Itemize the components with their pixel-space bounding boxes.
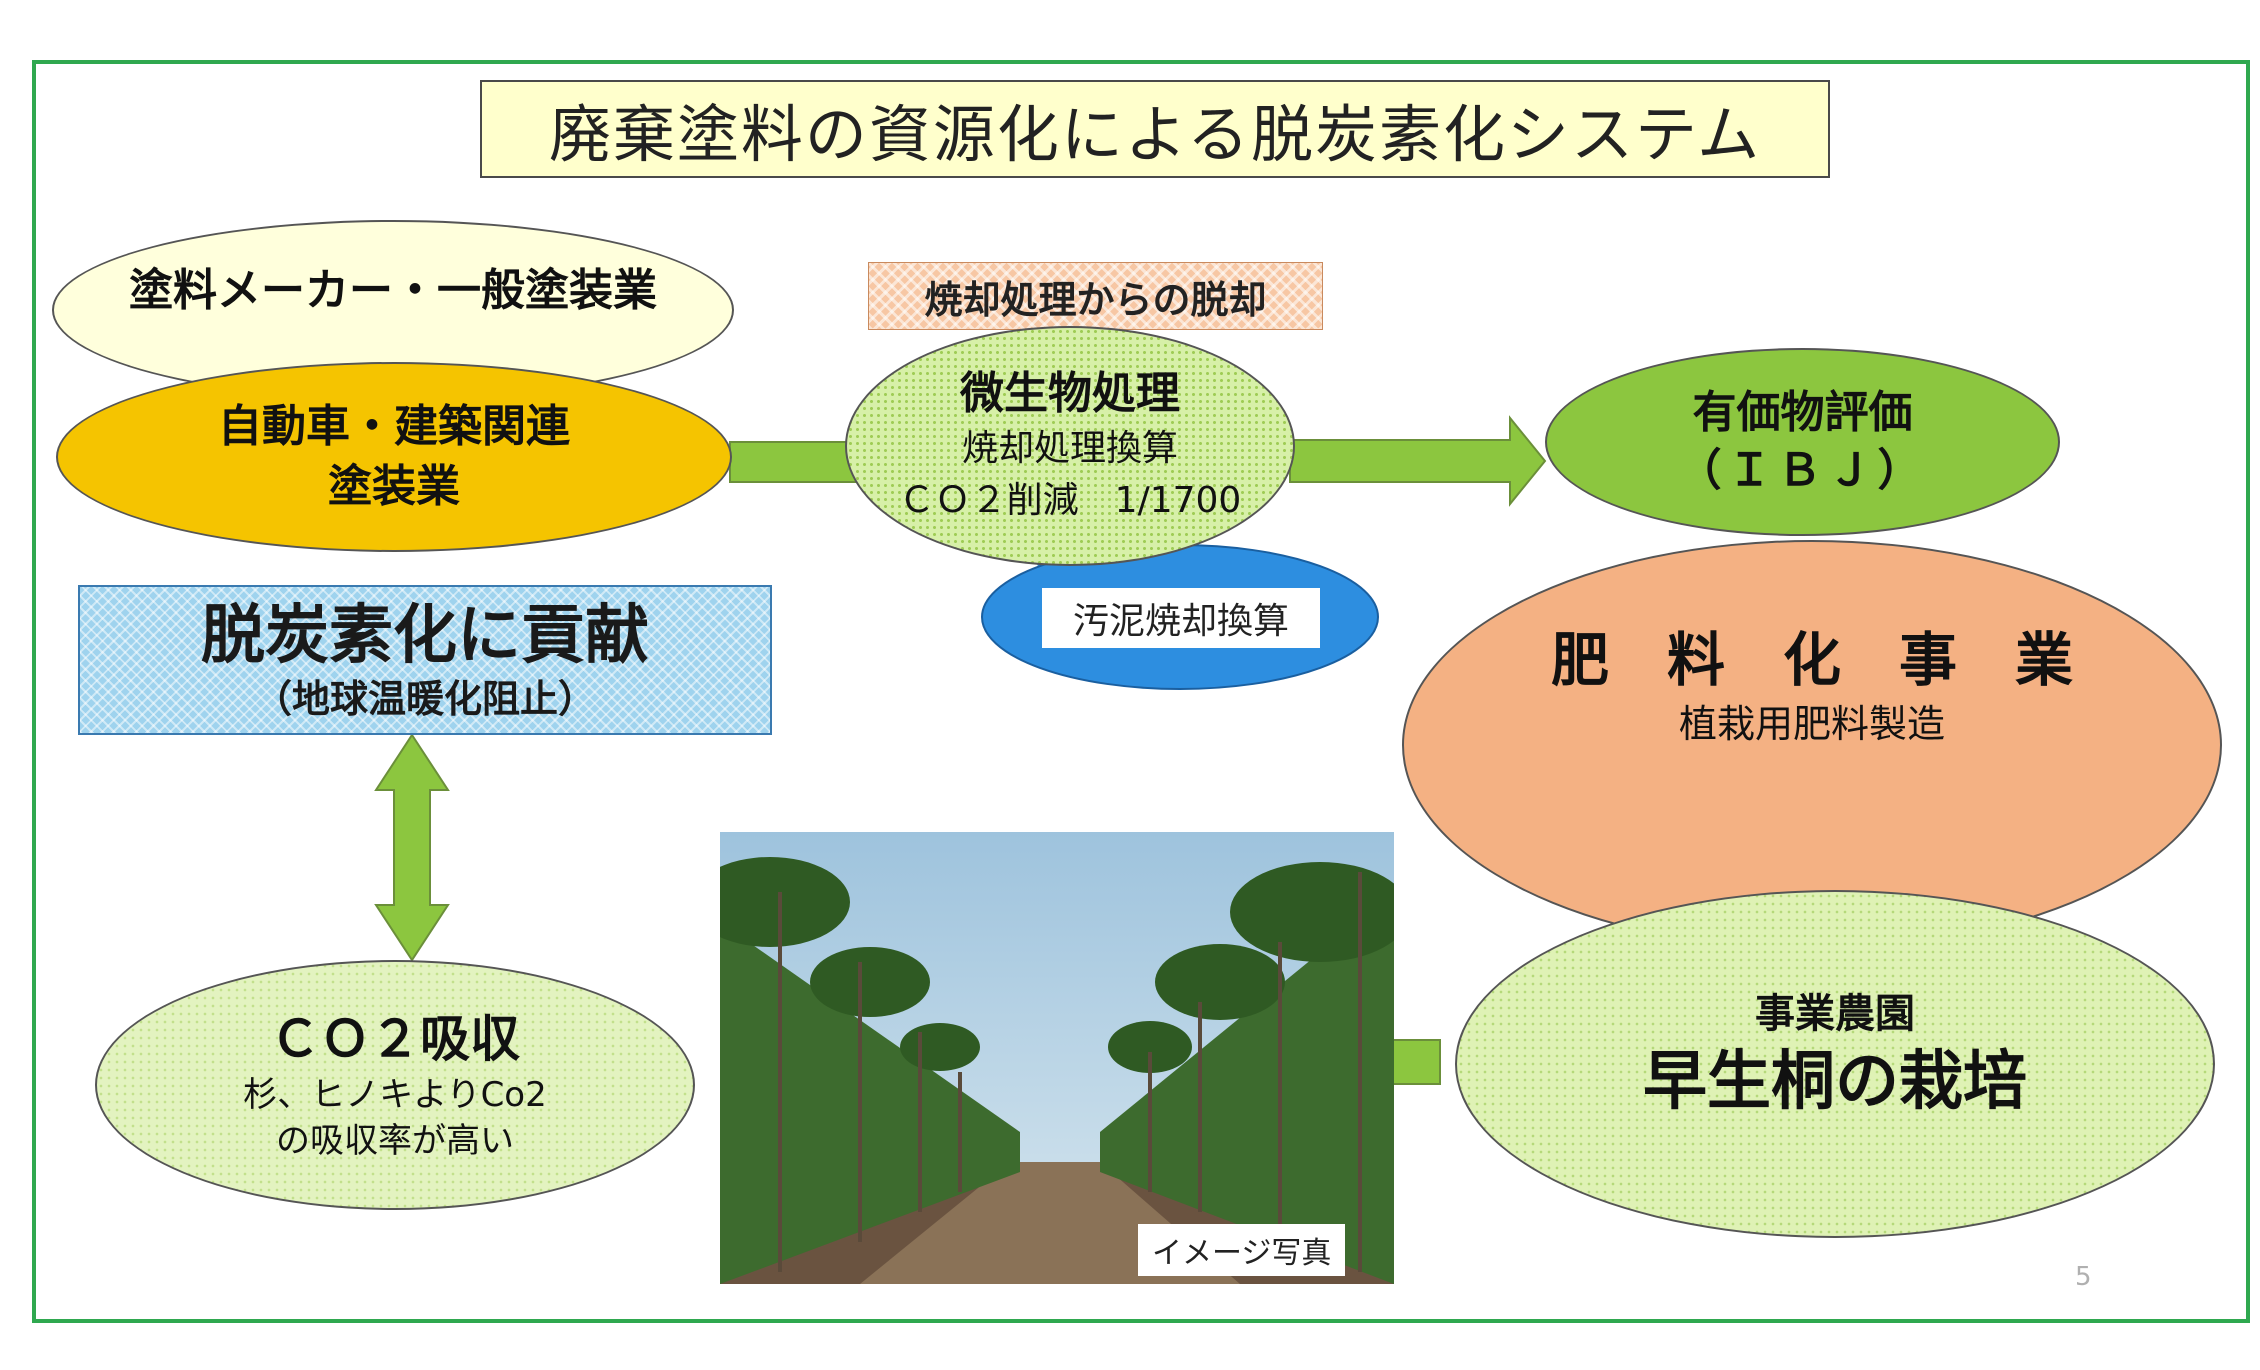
microbial-line1: 焼却処理換算: [961, 428, 1178, 469]
diagram-frame: [32, 60, 2250, 1323]
decarbonization-title: 脱炭素化に貢献: [201, 599, 649, 673]
decarbonization-box: 脱炭素化に貢献 （地球温暖化阻止）: [78, 585, 772, 735]
fertilizer-business: 肥 料 化 事 業 植栽用肥料製造: [1402, 540, 2222, 950]
microbial-title: 微生物処理: [960, 368, 1180, 419]
page-title: 廃棄塗料の資源化による脱炭素化システム: [480, 80, 1830, 178]
double-arrow-decarbon-co2: [374, 733, 450, 962]
paulownia-farm: 事業農園 早生桐の栽培: [1455, 890, 2215, 1238]
farm-small-label: 事業農園: [1755, 991, 1915, 1037]
fertilizer-title: 肥 料 化 事 業: [1550, 626, 2073, 694]
co2-line2: の吸収率が高い: [276, 1121, 514, 1161]
valuables-line2: （ＩＢＪ）: [1677, 445, 1928, 496]
paulownia-plantation-photo: イメージ写真: [720, 832, 1394, 1284]
incineration-exit-label: 焼却処理からの脱却: [868, 262, 1323, 330]
valuables-evaluation: 有価物評価 （ＩＢＪ）: [1545, 348, 2060, 536]
plantation-photo-illustration: [720, 832, 1394, 1284]
source-automotive-line1: 自動車・建築関連: [218, 401, 570, 452]
valuables-line1: 有価物評価: [1692, 387, 1913, 438]
sludge-callout-label: 汚泥焼却換算: [1042, 588, 1320, 648]
source-automotive-line2: 塗装業: [328, 461, 460, 512]
co2-line1: 杉、ヒノキよりCo2: [243, 1075, 547, 1115]
farm-large-label: 早生桐の栽培: [1643, 1045, 2027, 1119]
page-number: 5: [2075, 1262, 2092, 1292]
co2-title: ＣＯ２吸収: [270, 1010, 520, 1068]
co2-absorption: ＣＯ２吸収 杉、ヒノキよりCo2 の吸収率が高い: [95, 960, 695, 1210]
microbial-line2: ＣＯ２削減 1/1700: [898, 480, 1242, 521]
source-automotive-construction: 自動車・建築関連 塗装業: [56, 362, 732, 552]
decarbonization-subtitle: （地球温暖化阻止）: [253, 677, 596, 721]
fertilizer-subtitle: 植栽用肥料製造: [1678, 702, 1945, 746]
arrow-microbial-to-valuables: [1289, 415, 1547, 507]
source-paint-makers-label: 塗料メーカー・一般塗装業: [129, 265, 657, 316]
photo-caption: イメージ写真: [1138, 1224, 1346, 1276]
microbial-treatment: 微生物処理 焼却処理換算 ＣＯ２削減 1/1700: [845, 326, 1295, 566]
